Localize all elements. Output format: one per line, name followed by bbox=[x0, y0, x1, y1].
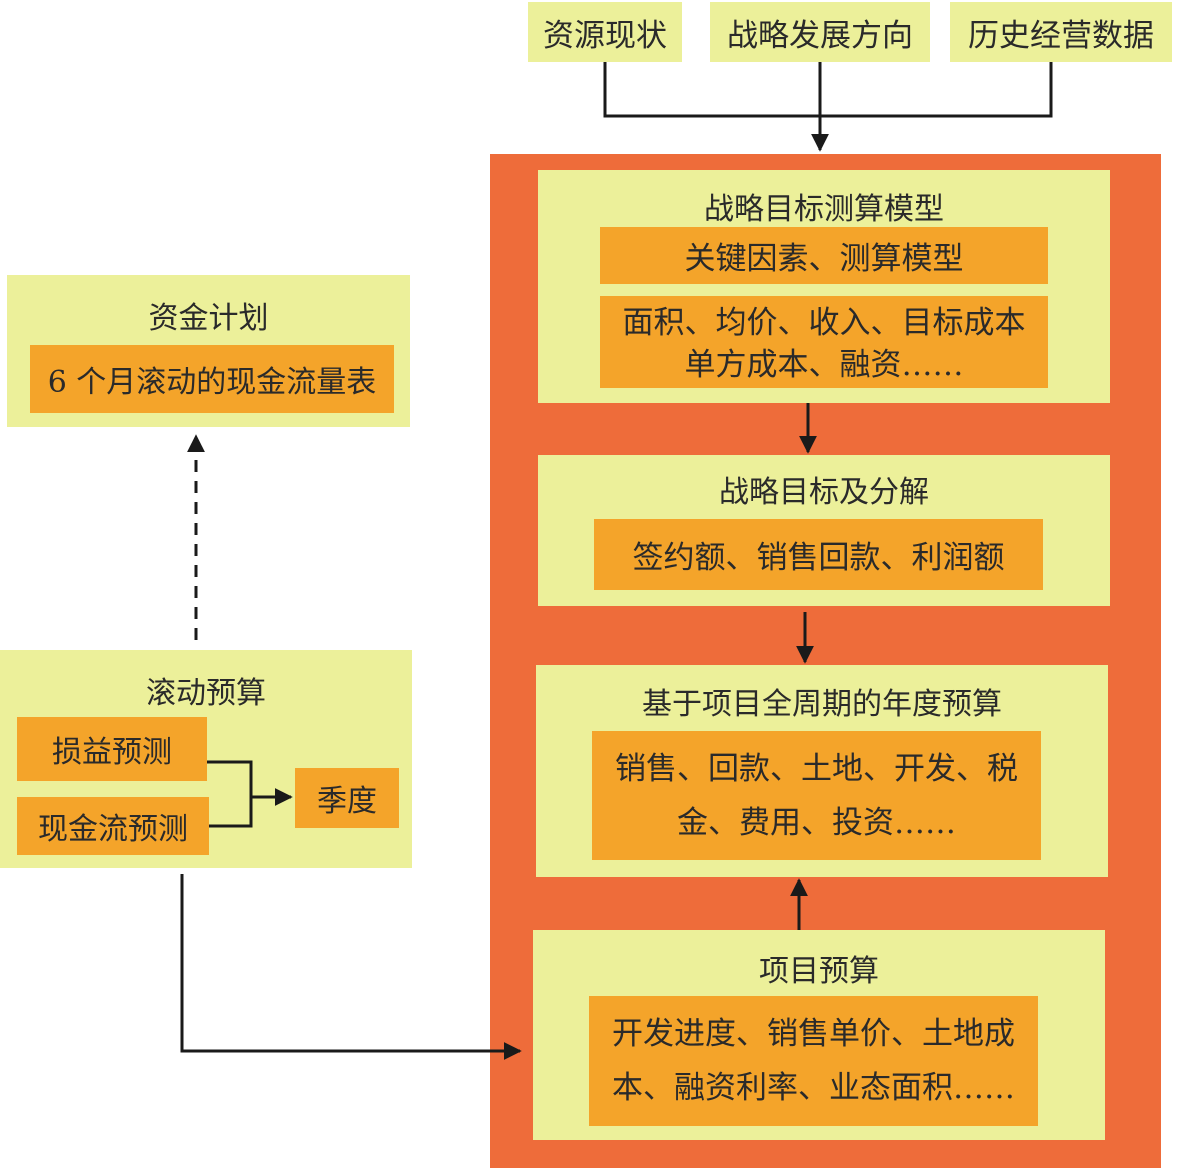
inputs-merge-line bbox=[603, 62, 1053, 118]
model-details-line2: 单方成本、融资…… bbox=[684, 347, 964, 383]
project-budget-title: 项目预算 bbox=[759, 954, 879, 989]
strategic-model-box: 战略目标测算模型 关键因素、测算模型 面积、均价、收入、目标成本 单方成本、融资… bbox=[538, 170, 1110, 403]
project-items-line1: 开发进度、销售单价、土地成 bbox=[612, 1016, 1015, 1052]
fund-plan-box: 资金计划 6 个月滚动的现金流量表 bbox=[7, 275, 410, 427]
quarter-label: 季度 bbox=[317, 784, 377, 819]
strategic-goal-title: 战略目标及分解 bbox=[719, 475, 929, 510]
input-strategic-direction: 战略发展方向 bbox=[710, 2, 930, 62]
pl-forecast-label: 损益预测 bbox=[52, 735, 172, 770]
cashflow-table-label: 6 个月滚动的现金流量表 bbox=[47, 365, 377, 400]
input-historical-data-label: 历史经营数据 bbox=[968, 17, 1154, 54]
rolling-to-project-arrow bbox=[180, 874, 522, 1060]
input-strategic-direction-label: 战略发展方向 bbox=[727, 17, 913, 54]
project-items-box: 开发进度、销售单价、土地成 本、融资利率、业态面积…… bbox=[589, 996, 1038, 1126]
key-factors-box: 关键因素、测算模型 bbox=[600, 227, 1048, 284]
strategic-model-title: 战略目标测算模型 bbox=[704, 192, 944, 227]
goal-metrics-label: 签约额、销售回款、利润额 bbox=[632, 540, 1005, 576]
annual-budget-title: 基于项目全周期的年度预算 bbox=[642, 687, 1002, 722]
project-items-line2: 本、融资利率、业态面积…… bbox=[612, 1070, 1015, 1106]
rolling-budget-box: 滚动预算 损益预测 现金流预测 季度 bbox=[0, 650, 412, 868]
pl-forecast-box: 损益预测 bbox=[17, 717, 207, 781]
annual-items-box: 销售、回款、土地、开发、税 金、费用、投资…… bbox=[592, 731, 1041, 860]
project-budget-box: 项目预算 开发进度、销售单价、土地成 本、融资利率、业态面积…… bbox=[533, 930, 1105, 1140]
cashflow-table-box: 6 个月滚动的现金流量表 bbox=[30, 345, 394, 413]
annual-items-line2: 金、费用、投资…… bbox=[677, 804, 956, 841]
cf-forecast-label: 现金流预测 bbox=[38, 812, 188, 847]
key-factors-label: 关键因素、测算模型 bbox=[684, 241, 964, 277]
quarter-box: 季度 bbox=[295, 768, 399, 828]
cf-forecast-box: 现金流预测 bbox=[17, 797, 209, 855]
annual-budget-box: 基于项目全周期的年度预算 销售、回款、土地、开发、税 金、费用、投资…… bbox=[536, 665, 1108, 877]
fund-plan-title: 资金计划 bbox=[148, 301, 269, 336]
input-resource-status: 资源现状 bbox=[528, 2, 682, 62]
strategic-goal-box: 战略目标及分解 签约额、销售回款、利润额 bbox=[538, 455, 1110, 606]
goal-metrics-box: 签约额、销售回款、利润额 bbox=[594, 519, 1043, 590]
input-historical-data: 历史经营数据 bbox=[950, 2, 1172, 62]
model-details-line1: 面积、均价、收入、目标成本 bbox=[622, 305, 1026, 341]
model-details-box: 面积、均价、收入、目标成本 单方成本、融资…… bbox=[600, 296, 1048, 388]
input-resource-status-label: 资源现状 bbox=[543, 17, 667, 54]
rolling-budget-title: 滚动预算 bbox=[146, 676, 266, 711]
annual-items-line1: 销售、回款、土地、开发、税 bbox=[615, 750, 1018, 787]
